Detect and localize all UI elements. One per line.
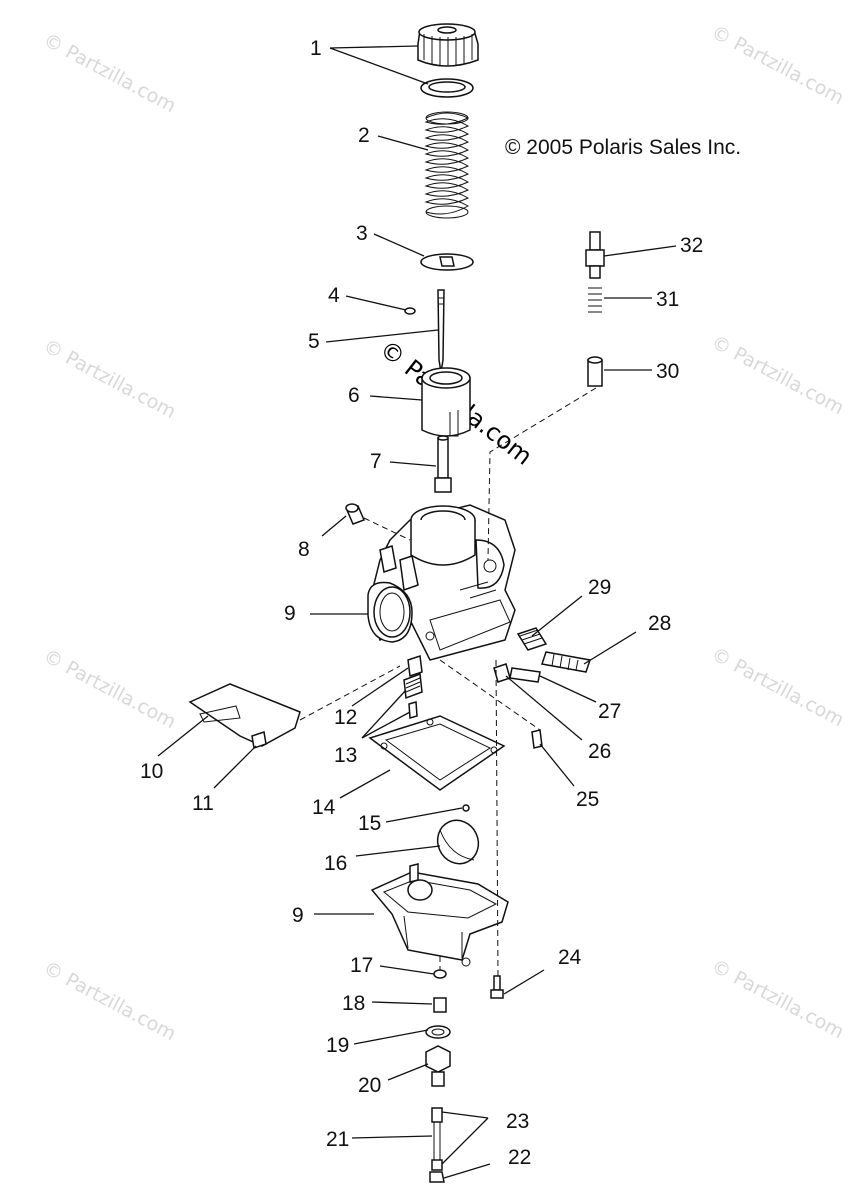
watermark-low-left: © Partzilla.com xyxy=(40,645,180,733)
watermark-bottom-left: © Partzilla.com xyxy=(40,957,180,1045)
callout-10: 10 xyxy=(140,760,163,783)
part-float xyxy=(436,819,480,865)
parts xyxy=(188,23,605,1183)
part-main-jet xyxy=(433,997,447,1013)
copyright-text: © 2005 Polaris Sales Inc. xyxy=(505,136,741,159)
part-cap-washer xyxy=(420,78,474,98)
callout-7: 7 xyxy=(370,450,382,473)
watermark-mid-left: © Partzilla.com xyxy=(40,335,180,423)
part-float-bowl xyxy=(370,863,509,967)
callout-24: 24 xyxy=(558,946,582,969)
callout-27: 27 xyxy=(598,700,621,723)
callout-31: 31 xyxy=(656,288,679,311)
callout-12: 12 xyxy=(334,706,357,729)
callout-labels: 1 2 3 4 5 6 7 8 9 9 10 11 12 13 14 15 16… xyxy=(140,37,703,1169)
callout-23: 23 xyxy=(506,1110,529,1133)
part-intake-gasket xyxy=(188,683,301,747)
watermark-top-left: © Partzilla.com xyxy=(40,29,180,117)
watermark-top-right: © Partzilla.com xyxy=(708,21,848,109)
part-drain-plug xyxy=(425,1045,451,1087)
callout-25: 25 xyxy=(576,788,599,811)
part-idle-adjuster xyxy=(585,231,605,387)
callout-22: 22 xyxy=(508,1146,531,1169)
callout-2: 2 xyxy=(358,124,370,147)
callout-16: 16 xyxy=(324,852,347,875)
callout-9-body: 9 xyxy=(284,602,296,625)
callout-6: 6 xyxy=(348,384,360,407)
part-bowl-screw xyxy=(490,975,504,999)
callout-15: 15 xyxy=(358,812,381,835)
part-drain-tube xyxy=(429,1107,445,1183)
callout-14: 14 xyxy=(312,796,336,819)
leader-lines xyxy=(157,45,677,1179)
part-cap xyxy=(417,23,479,67)
callout-1: 1 xyxy=(310,37,322,60)
part-o-ring-small xyxy=(433,969,447,979)
callout-17: 17 xyxy=(350,954,373,977)
callout-5: 5 xyxy=(308,330,320,353)
part-retainer-plate xyxy=(420,253,474,271)
callout-18: 18 xyxy=(342,992,365,1015)
callout-26: 26 xyxy=(588,740,611,763)
part-needle-jet xyxy=(434,435,452,493)
callout-21: 21 xyxy=(326,1128,349,1151)
callout-9-bowl: 9 xyxy=(292,904,304,927)
callout-30: 30 xyxy=(656,360,679,383)
callout-29: 29 xyxy=(588,576,611,599)
part-carburetor-body xyxy=(367,504,516,661)
part-washer xyxy=(425,1025,451,1039)
part-pilot-screw-assembly xyxy=(493,627,591,683)
part-check-ball xyxy=(462,804,470,812)
part-gasket-tab xyxy=(251,731,267,749)
callout-3: 3 xyxy=(356,222,368,245)
callout-32: 32 xyxy=(680,234,703,257)
callout-8: 8 xyxy=(298,538,310,561)
callout-11: 11 xyxy=(192,792,214,815)
part-plug xyxy=(345,503,366,525)
part-clip xyxy=(404,307,416,315)
callout-19: 19 xyxy=(326,1034,349,1057)
watermark-mid-right: © Partzilla.com xyxy=(708,331,848,419)
part-float-bowl-gasket xyxy=(368,715,506,791)
part-pilot-jet-assembly xyxy=(403,654,423,719)
callout-28: 28 xyxy=(648,612,671,635)
watermark-low-right: © Partzilla.com xyxy=(708,643,848,731)
part-throttle-slide xyxy=(421,367,471,437)
part-jet-needle xyxy=(437,289,445,373)
assembly-lines xyxy=(299,387,597,977)
part-spring xyxy=(424,111,470,219)
callout-13: 13 xyxy=(334,744,357,767)
callout-4: 4 xyxy=(328,284,340,307)
watermark-bottom-right: © Partzilla.com xyxy=(708,955,848,1043)
callout-20: 20 xyxy=(358,1074,381,1097)
